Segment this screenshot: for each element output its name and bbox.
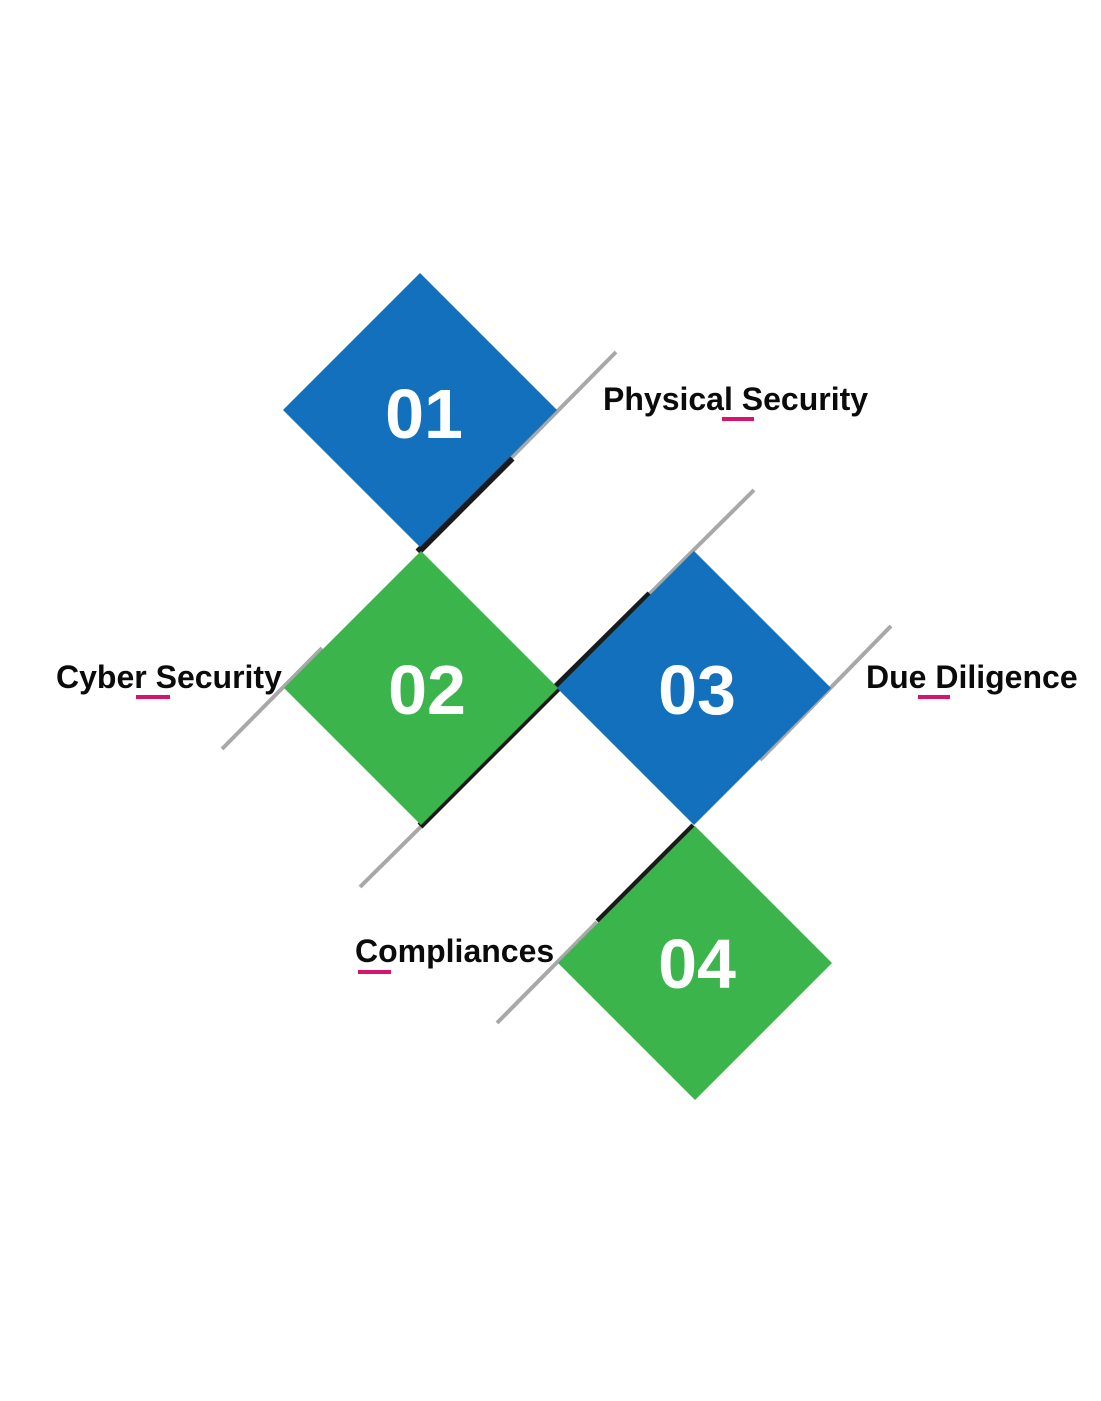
connector-line-3-dark [552, 591, 653, 691]
step-label: Physical Security [603, 381, 868, 417]
step-04: 04 Compliances [355, 826, 832, 1100]
step-label: Due Diligence [866, 659, 1078, 695]
step-number: 04 [658, 925, 736, 1003]
step-diamond [558, 826, 832, 1100]
connector-line-2 [220, 646, 324, 751]
connector-line-1-dark [415, 455, 515, 555]
step-diamond [283, 273, 557, 547]
connector-line-6 [595, 823, 697, 925]
step-label: Compliances [355, 933, 554, 969]
connector-line-7 [495, 920, 599, 1025]
step-02: 02 Cyber Security [56, 551, 558, 825]
step-label: Cyber Security [56, 659, 282, 695]
step-number: 01 [385, 375, 463, 453]
step-03: 03 Due Diligence [557, 551, 1078, 825]
step-01: 01 Physical Security [283, 273, 868, 547]
step-diamond [557, 551, 831, 825]
step-diamond [284, 551, 558, 825]
step-number: 02 [388, 651, 466, 729]
step-number: 03 [658, 651, 736, 729]
